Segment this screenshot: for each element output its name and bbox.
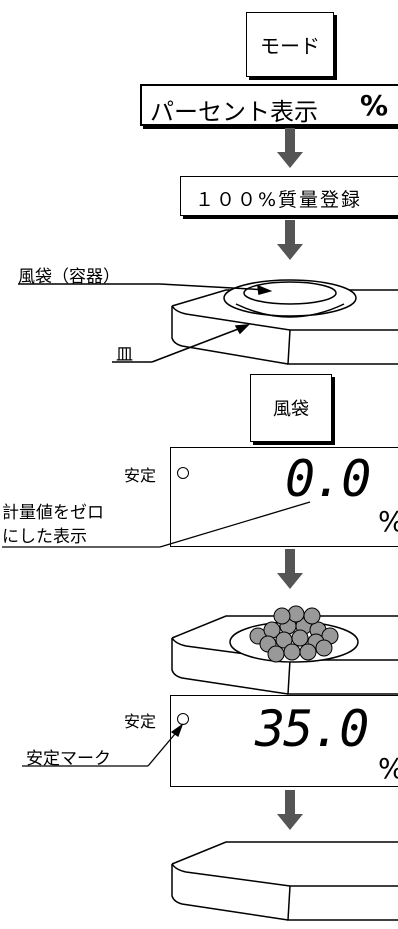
percent-display-banner: パーセント表示 % <box>140 84 398 126</box>
beans <box>249 605 339 663</box>
zero-label-line1: 計量値をゼロ <box>2 503 104 523</box>
arrow-down-icon <box>277 220 303 260</box>
tare-button[interactable]: 風袋 <box>250 374 332 442</box>
register-100-label: １００%質量登録 <box>195 189 363 211</box>
percent-display-label: パーセント表示 <box>150 98 318 126</box>
stable-indicator-circle-2 <box>177 713 189 725</box>
zero-label-line2: にした表示 <box>2 527 87 547</box>
scale-with-dish <box>18 279 398 365</box>
display-1-unit: % <box>378 505 398 538</box>
stable-label-2: 安定 <box>124 712 157 731</box>
display-2-unit: % <box>378 752 398 785</box>
arrow-down-icon <box>277 128 303 168</box>
register-100-banner: １００%質量登録 <box>180 176 398 216</box>
scale-empty <box>171 841 398 921</box>
display-panel-1 <box>170 447 398 547</box>
tare-button-label: 風袋 <box>273 399 309 420</box>
mode-button[interactable]: モード <box>246 12 334 77</box>
percent-symbol: % <box>360 89 389 122</box>
stable-mark-label: 安定マーク <box>26 749 111 769</box>
balloon-container-label: 風袋（容器） <box>18 267 120 287</box>
arrow-down-icon <box>277 549 303 589</box>
display-2-value: 35.0 <box>255 700 369 758</box>
display-1-value: 0.0 <box>285 450 371 508</box>
stable-indicator-circle-1 <box>177 467 189 479</box>
display-panel-2 <box>170 695 398 787</box>
pan-label: 皿 <box>116 345 133 365</box>
mode-button-label: モード <box>260 34 320 58</box>
stable-label-1: 安定 <box>124 466 157 485</box>
arrow-down-icon <box>277 790 303 830</box>
